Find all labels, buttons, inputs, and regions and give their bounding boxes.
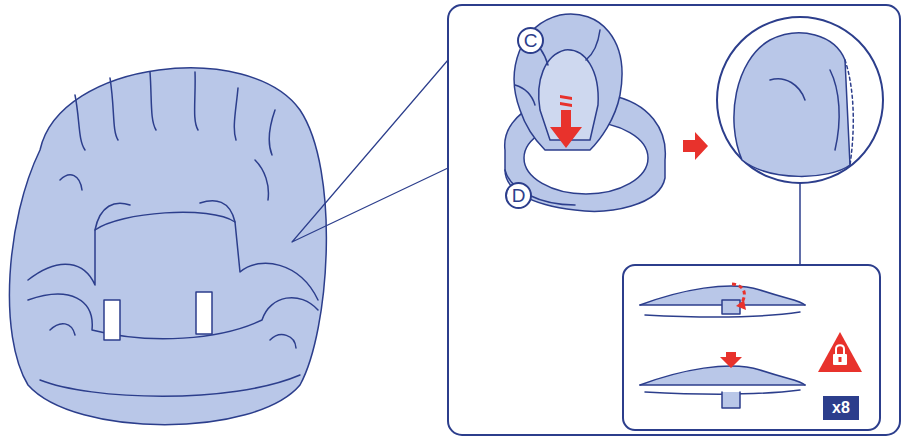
callout-letter: C <box>517 27 544 54</box>
quantity-tag: x8 <box>823 396 859 420</box>
callout-letter: D <box>505 182 532 209</box>
